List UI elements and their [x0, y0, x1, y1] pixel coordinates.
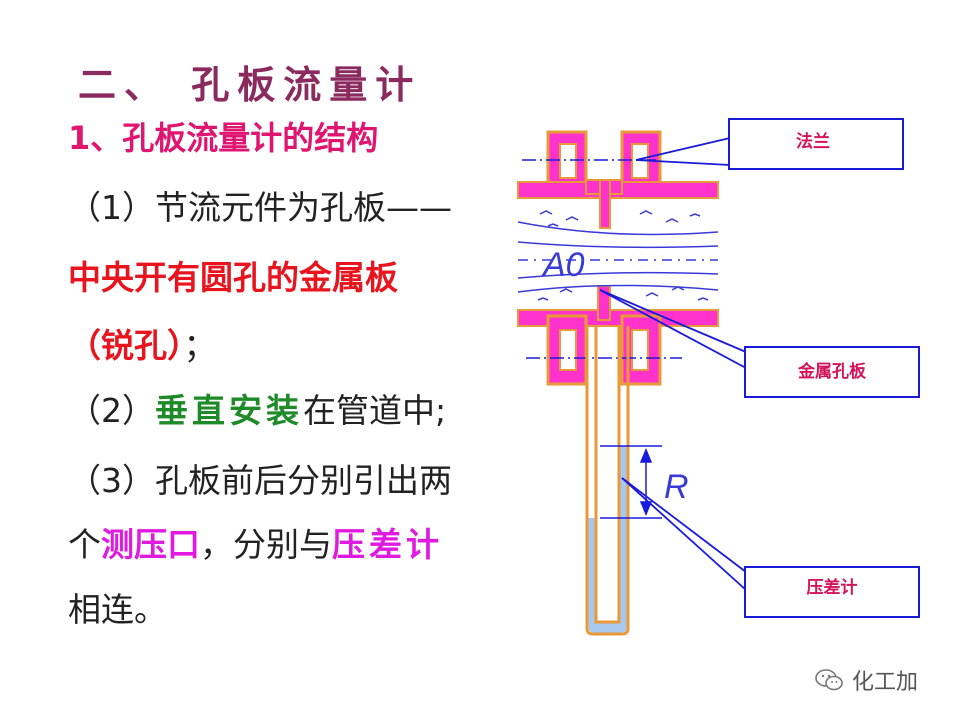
vertical-install-term: 垂直安装 [155, 391, 303, 430]
area-label: A0 [541, 246, 585, 284]
leader-lines [599, 137, 747, 591]
text-line-7: 相连。 [68, 590, 167, 629]
text-line-5: （3）孔板前后分别引出两 [68, 461, 452, 500]
orifice-term: （锐孔） [68, 326, 184, 365]
watermark-text: 化工加 [852, 670, 919, 695]
reading-dimension [600, 445, 662, 519]
wechat-icon [815, 669, 843, 691]
text-line-6-head: 个 [68, 525, 101, 564]
text-line-4-tail: 在管道中; [303, 391, 447, 430]
manometer-liquid [588, 446, 627, 633]
section-subtitle: 1、孔板流量计的结构 [68, 119, 379, 157]
callout-flange: 法兰 [728, 118, 904, 170]
callout-metal-plate: 金属孔板 [744, 346, 920, 398]
text-line-3: （锐孔）； [68, 326, 217, 366]
reading-label: R [664, 468, 689, 506]
manometer-term: 压差计 [332, 525, 443, 564]
page-title: 二、 孔板流量计 [78, 63, 422, 107]
watermark: 化工加 [814, 664, 918, 696]
pressure-tap-term: 测压口 [101, 525, 200, 564]
callout-manometer: 压差计 [744, 566, 920, 618]
orifice-plate-top [599, 179, 611, 229]
text-line-1: （1）节流元件为孔板—— [68, 188, 452, 227]
text-line-4-head: （2） [68, 391, 155, 430]
text-line-6-mid: ，分别与 [200, 525, 332, 564]
text-line-6: 个测压口，分别与压差计 [68, 525, 443, 565]
text-line-4: （2）垂直安装在管道中; [68, 391, 446, 431]
streamlines [517, 221, 719, 293]
text-line-3-tail: ； [183, 326, 217, 365]
text-line-2: 中央开有圆孔的金属板 [68, 258, 398, 297]
u-tube-manometer [585, 326, 630, 636]
turbulence-marks [537, 210, 709, 301]
upper-flange [517, 130, 719, 229]
